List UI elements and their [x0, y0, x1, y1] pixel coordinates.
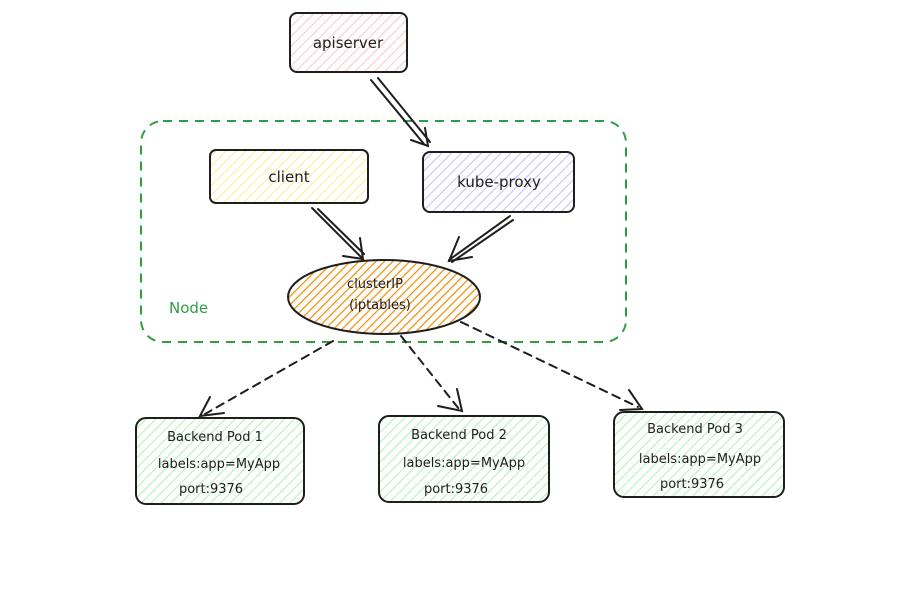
arrow-kube-proxy-to-cluster-ip	[447, 215, 514, 263]
arrow-client-to-cluster-ip	[311, 207, 365, 261]
kube-proxy-box: kube-proxy	[422, 151, 575, 213]
pod-2-title: Backend Pod 2	[411, 428, 507, 443]
apiserver-box: apiserver	[289, 12, 408, 73]
kube-proxy-label: kube-proxy	[457, 173, 541, 191]
client-label: client	[268, 168, 309, 186]
node-group-boundary	[140, 120, 627, 343]
backend-pod-1: Backend Pod 1 labels:app=MyApp port:9376	[135, 417, 305, 505]
pod-1-labels: labels:app=MyApp	[158, 457, 280, 472]
pod-3-labels: labels:app=MyApp	[639, 452, 761, 467]
cluster-ip-node: clusterIP (iptables)	[287, 259, 481, 335]
arrow-apiserver-to-kube-proxy	[370, 77, 431, 148]
client-box: client	[209, 149, 369, 204]
pod-1-port: port:9376	[179, 482, 243, 497]
arrow-cluster-ip-to-pod-2	[400, 335, 464, 413]
cluster-ip-label-line2: (iptables)	[349, 298, 411, 313]
pod-2-port: port:9376	[424, 482, 488, 497]
node-group-label: Node	[169, 299, 208, 317]
apiserver-label: apiserver	[313, 34, 384, 52]
pod-3-title: Backend Pod 3	[647, 422, 743, 437]
backend-pod-2: Backend Pod 2 labels:app=MyApp port:9376	[378, 415, 550, 503]
pod-1-title: Backend Pod 1	[167, 430, 263, 445]
arrow-cluster-ip-to-pod-3	[460, 321, 644, 411]
cluster-ip-label-line1: clusterIP	[347, 277, 403, 292]
backend-pod-3: Backend Pod 3 labels:app=MyApp port:9376	[613, 411, 785, 498]
arrow-cluster-ip-to-pod-1	[198, 340, 334, 418]
pod-2-labels: labels:app=MyApp	[403, 456, 525, 471]
pod-3-port: port:9376	[660, 477, 724, 492]
